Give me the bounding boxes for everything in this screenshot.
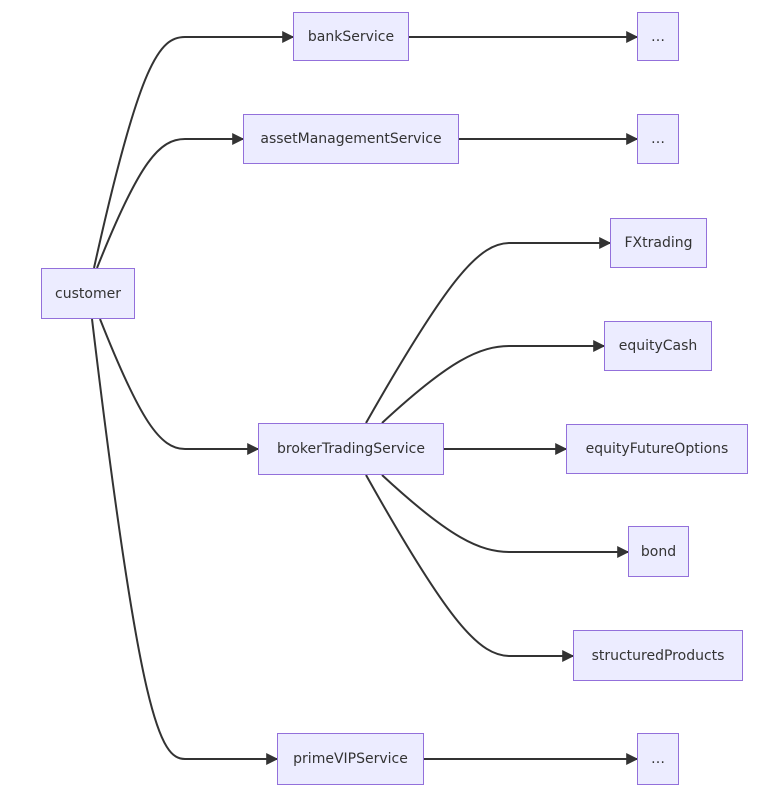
edge-broker-structuredProducts <box>365 474 575 662</box>
node-assetManagementService-more[interactable]: … <box>637 114 679 164</box>
node-assetManagementService[interactable]: assetManagementService <box>243 114 459 164</box>
edge-customer-bankService <box>93 31 295 269</box>
edge-customer-primeVIPService <box>91 318 279 765</box>
node-brokerTradingService[interactable]: brokerTradingService <box>258 423 444 475</box>
edge-broker-equityCash <box>381 340 606 424</box>
node-equityCash[interactable]: equityCash <box>604 321 712 371</box>
node-equityFutureOptions[interactable]: equityFutureOptions <box>566 424 748 474</box>
node-fxTrading[interactable]: FXtrading <box>610 218 707 268</box>
node-bankService-more[interactable]: … <box>637 12 679 61</box>
node-bankService[interactable]: bankService <box>293 12 409 61</box>
node-customer[interactable]: customer <box>41 268 135 319</box>
edge-customer-brokerTradingService <box>99 318 260 455</box>
node-bond[interactable]: bond <box>628 526 689 577</box>
node-primeVIPService-more[interactable]: … <box>637 733 679 785</box>
node-primeVIPService[interactable]: primeVIPService <box>277 733 424 785</box>
edge-broker-fxTrading <box>365 237 612 424</box>
edge-broker-bond <box>381 474 630 558</box>
edge-customer-assetManagementService <box>96 133 245 269</box>
node-structuredProducts[interactable]: structuredProducts <box>573 630 743 681</box>
